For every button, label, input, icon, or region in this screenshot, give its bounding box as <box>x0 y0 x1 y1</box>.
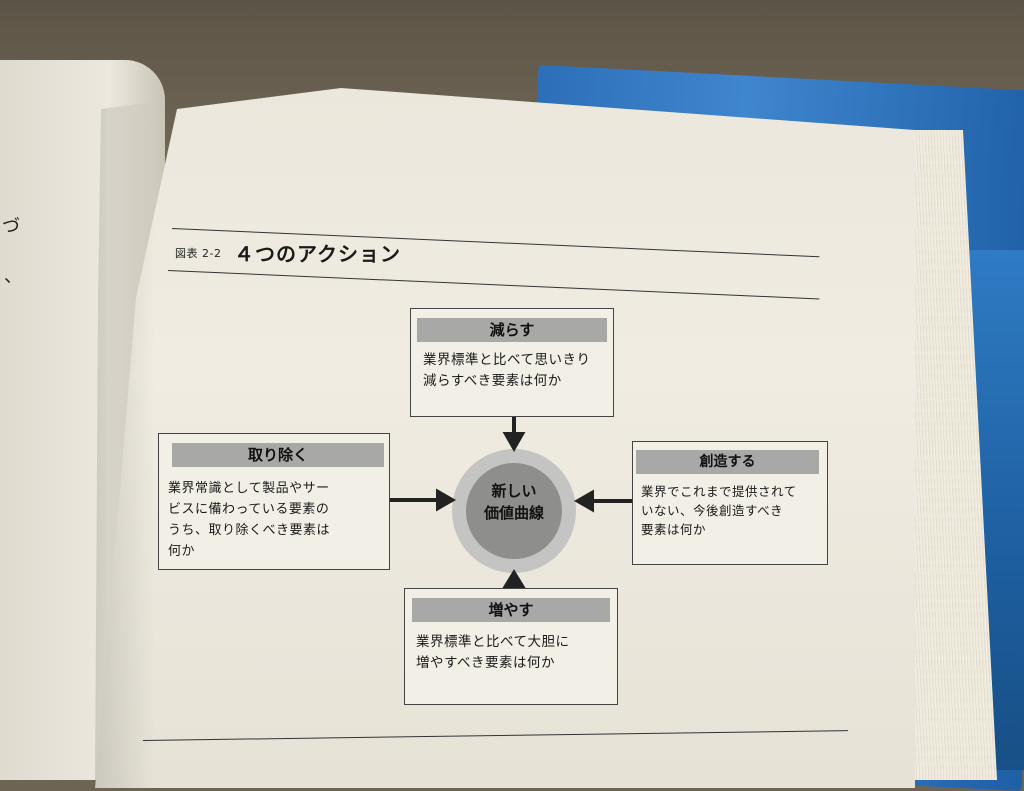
figure-label: 図表 2-2 <box>175 247 222 260</box>
eliminate-box-text: 業界常識として製品やサー ビスに備わっている要素の うち、取り除くべき要素は 何… <box>168 481 331 559</box>
page-gutter-shadow <box>95 102 155 788</box>
arrow-down-icon <box>502 432 526 453</box>
arrow-left-icon <box>573 489 594 513</box>
raise-box-title: 増やす <box>412 598 610 622</box>
raise-box-text: 業界標準と比べて大胆に 増やすべき要素は何か <box>416 634 570 671</box>
create-box-title: 創造する <box>636 450 819 474</box>
reduce-box-title: 減らす <box>417 318 607 342</box>
figure-title: ４つのアクション <box>234 242 401 266</box>
arrow-right-icon <box>436 488 457 512</box>
arrow-up-icon <box>502 569 526 588</box>
center-circle <box>466 463 562 559</box>
create-box-text: 業界でこれまで提供されて いない、今後創造すべき 要素は何か <box>641 484 797 537</box>
reduce-box-text: 業界標準と比べて思いきり 減らすべき要素は何か <box>423 352 591 389</box>
eliminate-box-title: 取り除く <box>172 443 384 467</box>
left-page-char-1: づ <box>2 216 20 237</box>
center-circle-text: 新しい 価値曲線 <box>483 482 544 522</box>
arrows-layer <box>390 417 632 588</box>
left-page-char-2: 、 <box>4 266 22 287</box>
